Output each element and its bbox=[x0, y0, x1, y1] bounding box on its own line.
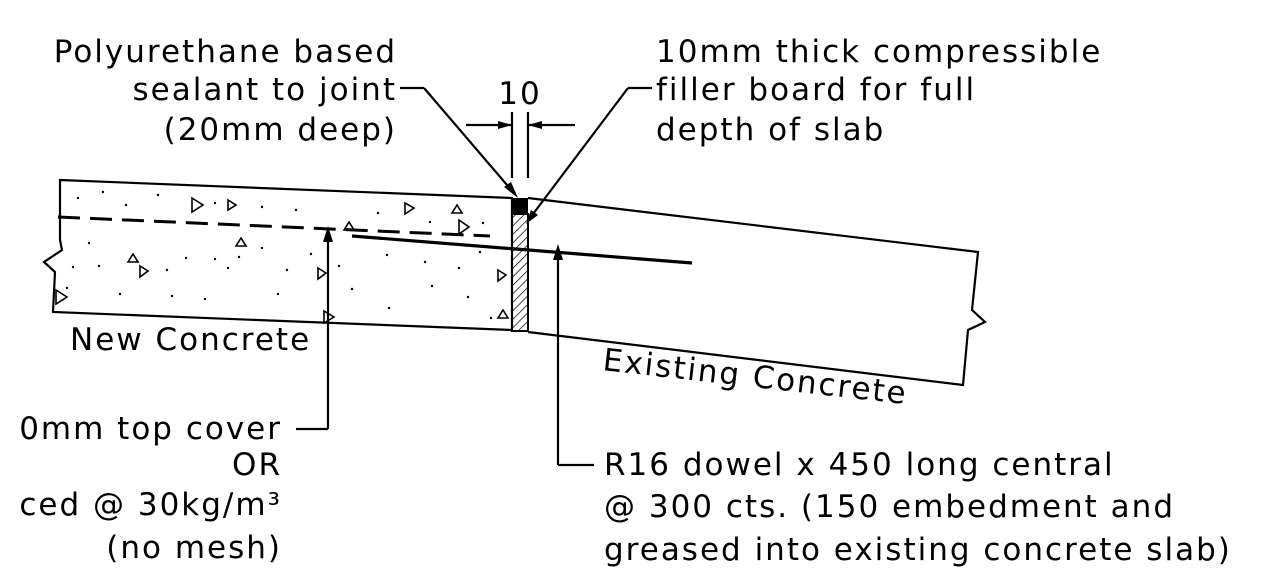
existing-concrete-slab bbox=[527, 196, 987, 387]
mesh-line bbox=[57, 215, 491, 238]
filler-label-line-1: 10mm thick compressible bbox=[656, 34, 1102, 70]
new-concrete-label: New Concrete bbox=[70, 322, 311, 358]
sealant-label-line-1: Polyurethane based bbox=[54, 34, 397, 70]
dimension-text: 10 bbox=[498, 76, 541, 112]
aggregate-triangles bbox=[55, 196, 510, 325]
dowel-label-line-2: @ 300 cts. (150 embedment and bbox=[604, 489, 1175, 525]
cover-leader bbox=[296, 226, 333, 431]
filler-label-line-2: filler board for full bbox=[656, 72, 976, 108]
sealant-label-line-2: sealant to joint bbox=[133, 72, 397, 108]
sealant-cap bbox=[512, 198, 528, 214]
dowel-leader bbox=[553, 244, 594, 467]
dowel-bar bbox=[351, 234, 693, 265]
cover-label-line-4: (no mesh) bbox=[106, 530, 282, 566]
aggregate-dots bbox=[65, 190, 493, 320]
dowel-label-line-3: greased into existing concrete slab) bbox=[604, 532, 1232, 568]
dimension-lines bbox=[466, 112, 575, 178]
sealant-label-line-3: (20mm deep) bbox=[164, 112, 397, 148]
cover-label-line-2: OR bbox=[232, 447, 282, 483]
dowel-label-line-1: R16 dowel x 450 long central bbox=[604, 447, 1115, 483]
new-concrete-slab bbox=[42, 178, 514, 332]
cover-label-line-3: ced @ 30kg/m³ bbox=[19, 487, 282, 523]
filler-board bbox=[511, 213, 529, 332]
filler-label-line-3: depth of slab bbox=[656, 112, 885, 148]
filler-leader bbox=[526, 86, 652, 224]
existing-concrete-label: Existing Concrete bbox=[601, 342, 909, 412]
cover-label-line-1: 0mm top cover bbox=[19, 411, 282, 447]
sealant-leader bbox=[400, 86, 518, 198]
